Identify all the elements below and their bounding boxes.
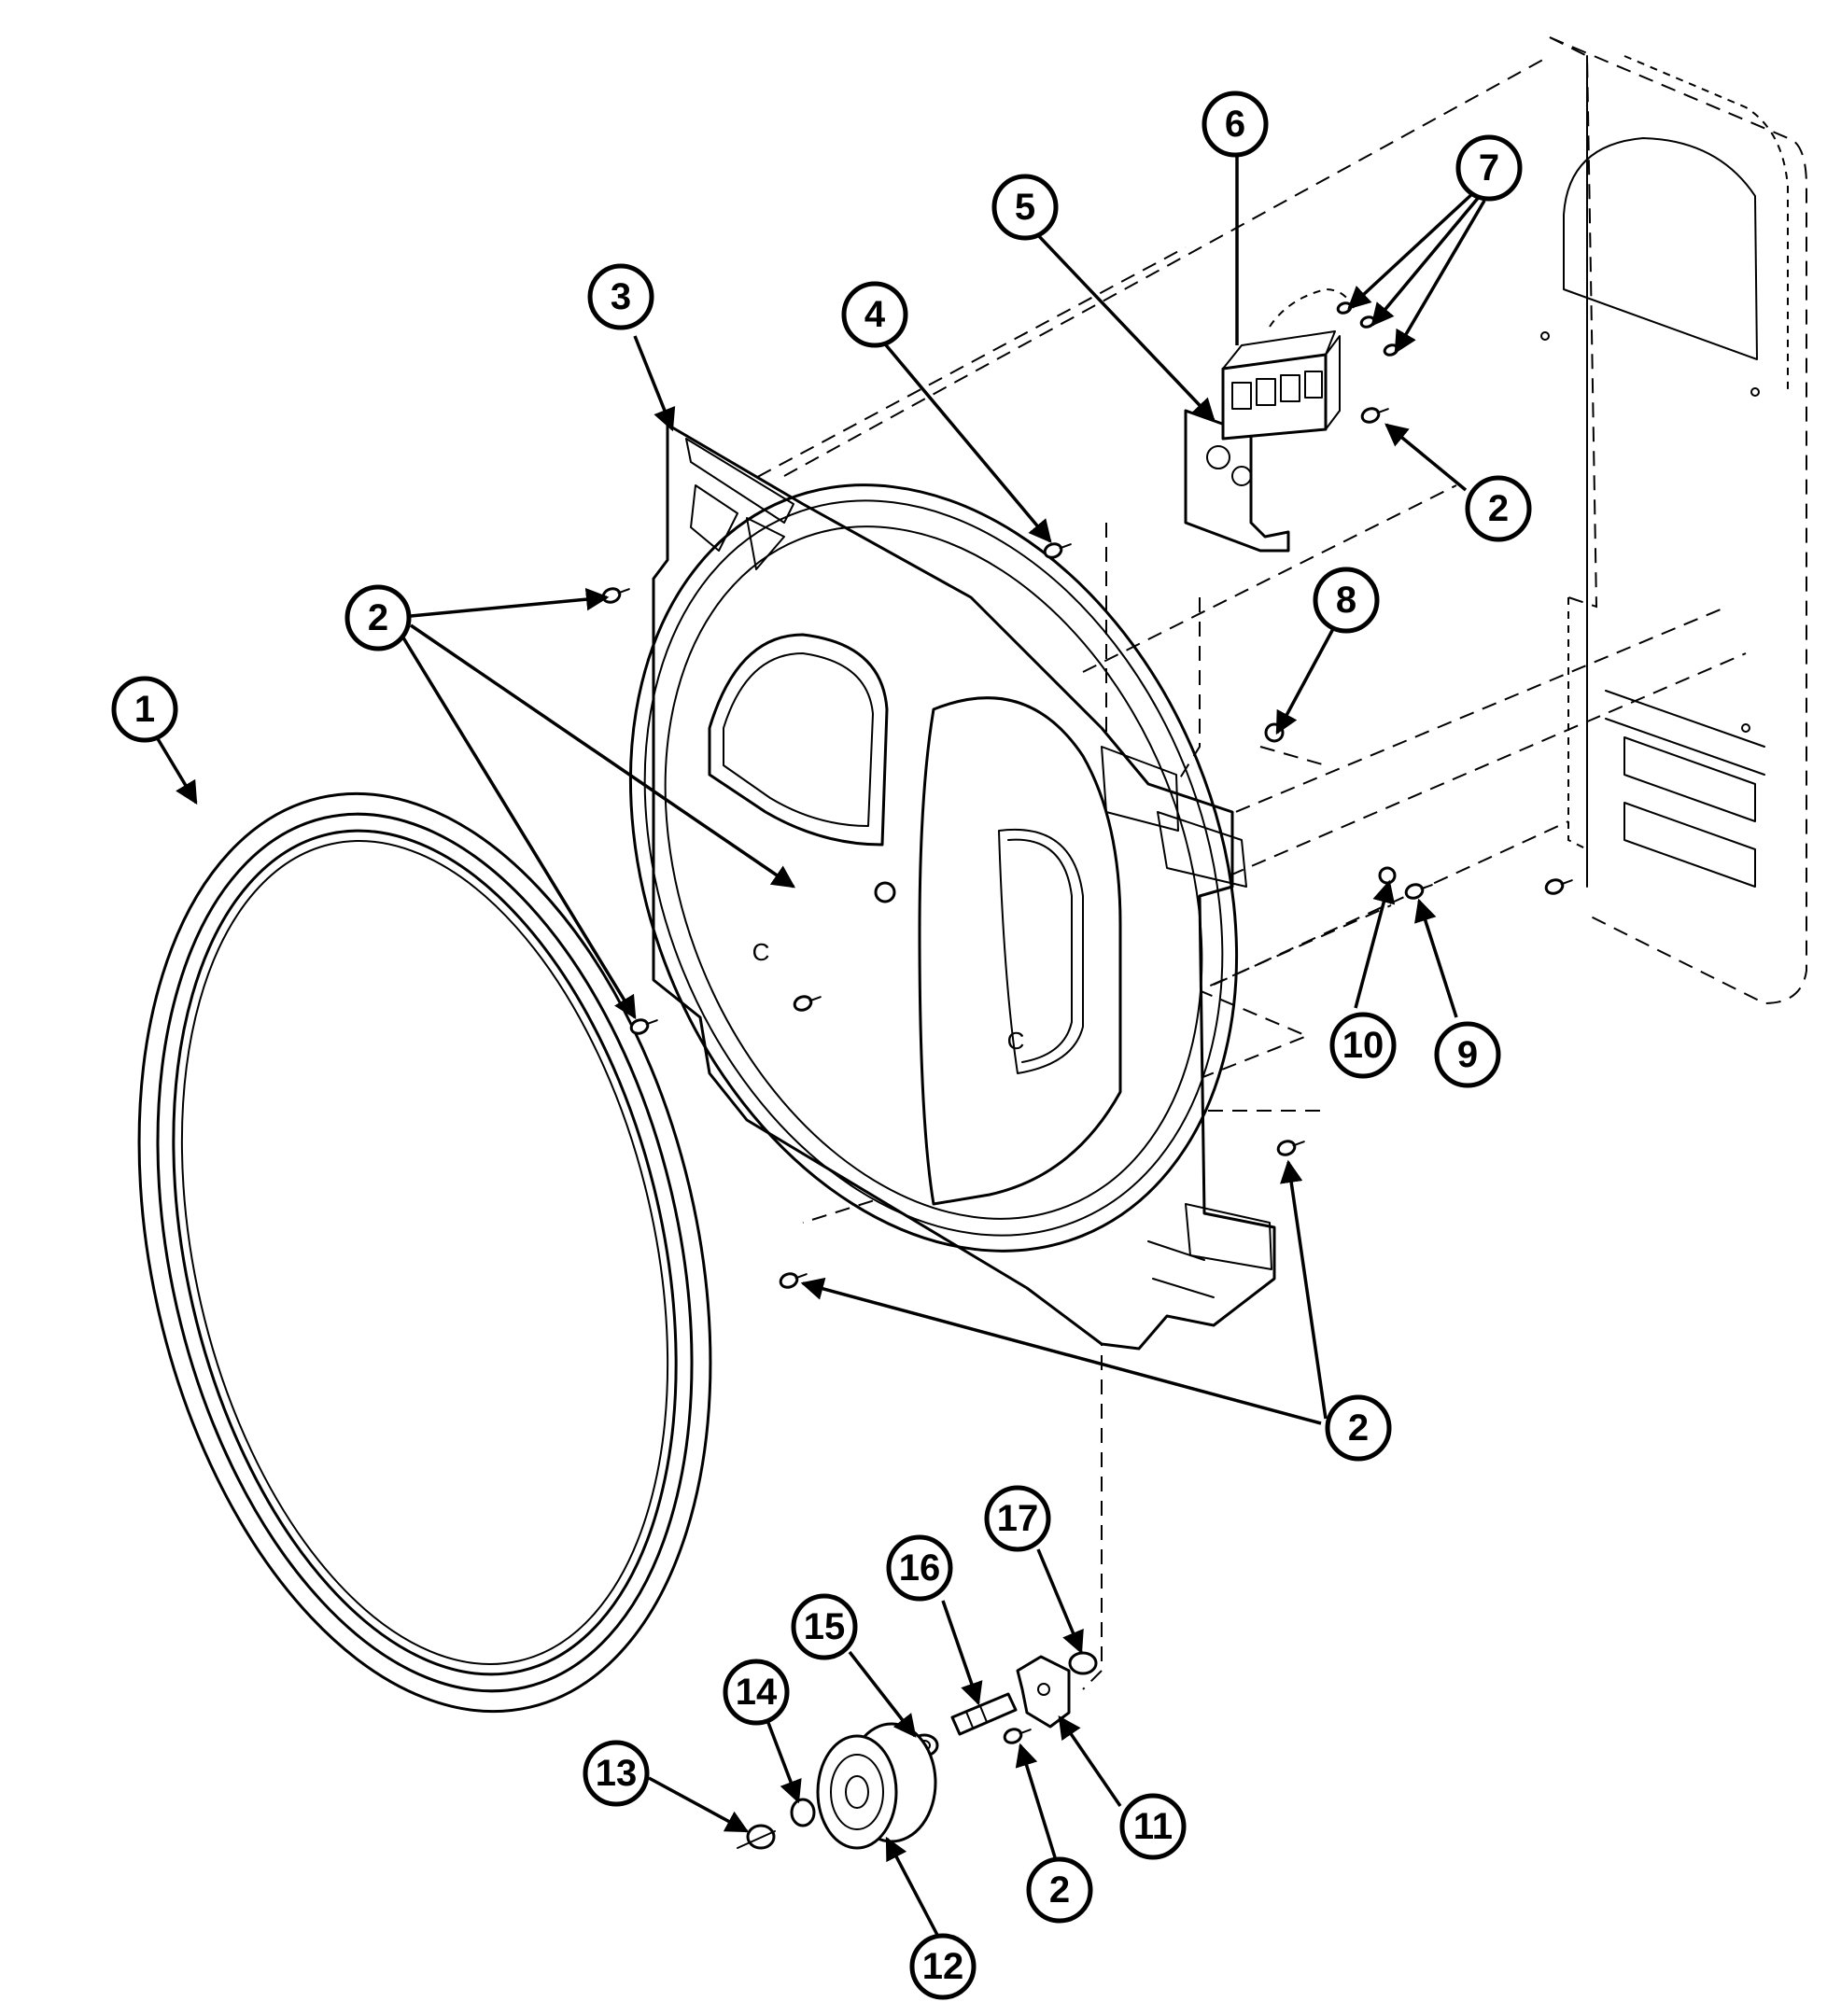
callout-15: 15 — [791, 1593, 858, 1660]
screw — [629, 1018, 658, 1035]
callout-2: 2 — [1325, 1394, 1392, 1462]
callout-13: 13 — [583, 1740, 650, 1807]
callout-4: 4 — [841, 281, 908, 348]
terminal-bracket — [1184, 409, 1290, 553]
callout-label: 12 — [922, 1946, 964, 1987]
callout-label: 5 — [1015, 187, 1035, 228]
callout-3: 3 — [587, 263, 654, 330]
svg-text:C: C — [1007, 1027, 1025, 1055]
callout-8: 8 — [1313, 567, 1380, 634]
callout-2: 2 — [344, 584, 412, 651]
callout-6: 6 — [1202, 91, 1269, 158]
leader-lines — [155, 149, 1486, 1938]
callout-label: 17 — [997, 1498, 1039, 1539]
washer — [1378, 866, 1397, 885]
roller-assembly — [737, 1651, 1098, 1850]
screw — [1544, 878, 1573, 895]
screw — [1276, 1140, 1305, 1156]
callout-label: 8 — [1336, 580, 1356, 621]
callout-2: 2 — [1026, 1856, 1093, 1924]
callout-17: 17 — [984, 1485, 1051, 1552]
screw — [793, 995, 822, 1012]
vent-grille — [1563, 137, 1758, 360]
callout-label: 2 — [368, 597, 388, 638]
callout-label: 3 — [611, 276, 631, 317]
callout-11: 11 — [1119, 1793, 1187, 1860]
screw — [601, 587, 630, 604]
callout-14: 14 — [723, 1659, 790, 1726]
callout-label: 10 — [1342, 1025, 1384, 1066]
callout-5: 5 — [991, 174, 1059, 241]
callout-label: 1 — [134, 689, 155, 730]
callout-label: 2 — [1049, 1869, 1070, 1911]
drum-seal-ring — [137, 791, 712, 1714]
callout-label: 2 — [1488, 488, 1509, 529]
callout-12: 12 — [909, 1933, 977, 2000]
callout-2: 2 — [1465, 475, 1532, 542]
screw — [1043, 542, 1072, 559]
callout-label: 9 — [1457, 1034, 1478, 1075]
callout-16: 16 — [886, 1534, 953, 1602]
callout-label: 4 — [864, 294, 886, 335]
callout-1: 1 — [111, 676, 178, 743]
screw — [1003, 1728, 1032, 1744]
callout-10: 10 — [1329, 1012, 1397, 1079]
washer — [874, 881, 896, 903]
callout-label: 16 — [899, 1547, 941, 1589]
callout-label: 7 — [1479, 147, 1499, 189]
screw — [1360, 407, 1389, 424]
screw — [1404, 883, 1433, 900]
callout-label: 11 — [1133, 1806, 1173, 1847]
callout-label: 6 — [1225, 104, 1245, 145]
screws — [601, 301, 1573, 1744]
screw — [779, 1272, 808, 1289]
callout-label: 13 — [596, 1753, 638, 1794]
callout-label: 15 — [804, 1606, 846, 1647]
front-bulkhead: C C — [628, 423, 1276, 1351]
callout-9: 9 — [1434, 1021, 1501, 1088]
callout-7: 7 — [1455, 134, 1523, 202]
cabinet-side-panel — [1540, 36, 1807, 1005]
svg-text:C: C — [752, 938, 770, 966]
callout-label: 2 — [1348, 1407, 1369, 1449]
callout-label: 14 — [736, 1672, 778, 1713]
terminal-block — [1221, 287, 1355, 441]
